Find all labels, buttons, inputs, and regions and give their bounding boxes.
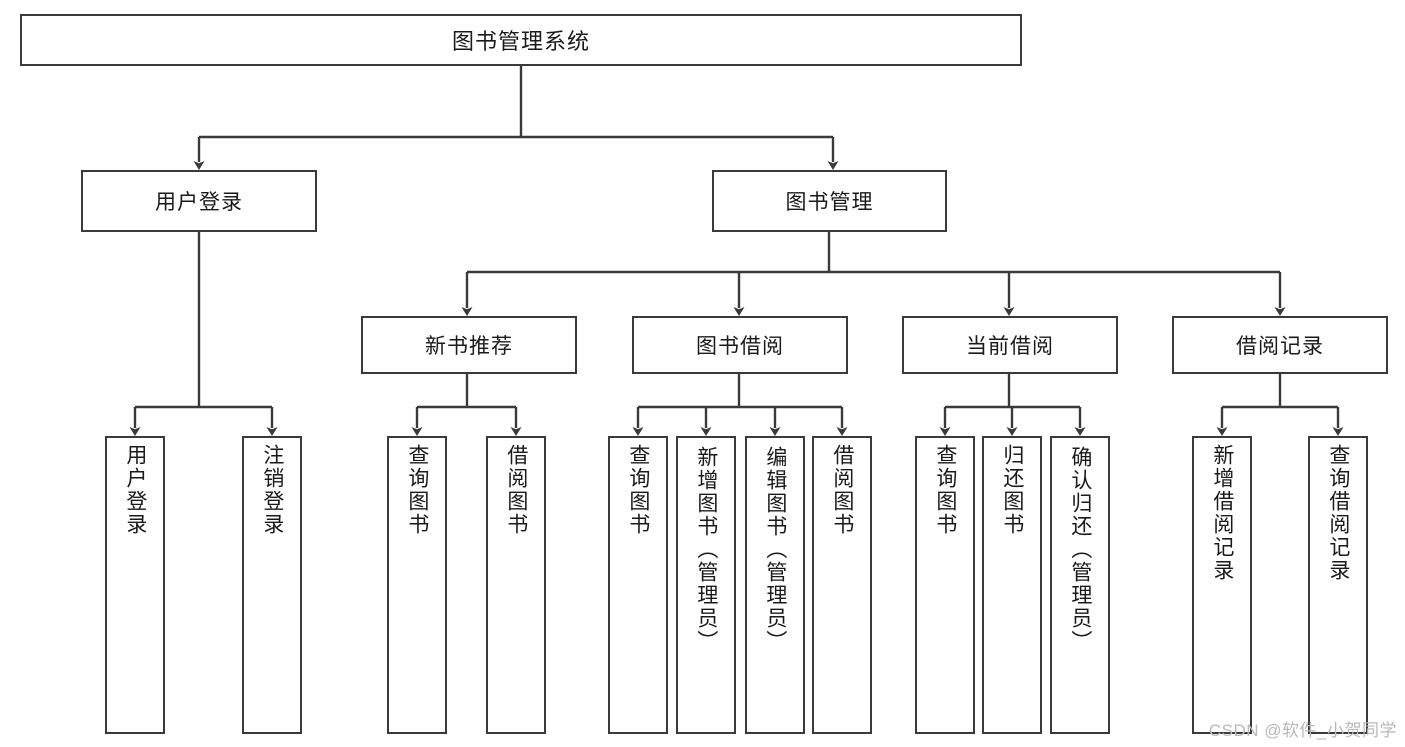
leaf-current-borrow-return-book[interactable]: 归还图书 [982, 436, 1042, 734]
node-user-login[interactable]: 用户登录 [81, 170, 317, 232]
leaf-user-login-signin[interactable]: 用户登录 [105, 436, 165, 734]
leaf-borrow-record-add-record[interactable]: 新增借阅记录 [1192, 436, 1252, 734]
leaf-label: 查询借阅记录 [1326, 444, 1350, 582]
leaf-label: 查询图书 [626, 444, 650, 536]
leaf-book-borrow-add-book-admin[interactable]: 新增图书（管理员） [676, 436, 736, 734]
leaf-label: 查询图书 [405, 444, 429, 536]
node-borrow-record[interactable]: 借阅记录 [1172, 316, 1388, 374]
leaf-label: 用户登录 [123, 444, 147, 536]
node-root-system[interactable]: 图书管理系统 [20, 14, 1022, 66]
leaf-label: 新增借阅记录 [1210, 444, 1234, 582]
leaf-label: 借阅图书 [504, 444, 528, 536]
leaf-label: 注销登录 [260, 444, 284, 536]
node-new-book-recommend[interactable]: 新书推荐 [361, 316, 577, 374]
leaf-user-login-signout[interactable]: 注销登录 [242, 436, 302, 734]
leaf-book-borrow-borrow-book[interactable]: 借阅图书 [812, 436, 872, 734]
node-new-book-recommend-label: 新书推荐 [425, 335, 513, 358]
node-root-label: 图书管理系统 [451, 29, 590, 54]
node-book-borrow[interactable]: 图书借阅 [632, 316, 848, 374]
node-current-borrow[interactable]: 当前借阅 [902, 316, 1118, 374]
node-user-login-label: 用户登录 [155, 191, 243, 214]
leaf-current-borrow-confirm-return-admin[interactable]: 确认归还（管理员） [1050, 436, 1110, 734]
csdn-watermark: CSDN @软件_小贺同学 [1208, 721, 1397, 740]
leaf-label: 归还图书 [1000, 444, 1024, 536]
leaf-new-book-query-book[interactable]: 查询图书 [387, 436, 447, 734]
leaf-label: 查询图书 [933, 444, 957, 536]
leaf-label: 确认归还（管理员） [1068, 446, 1092, 653]
leaf-new-book-borrow-book[interactable]: 借阅图书 [486, 436, 546, 734]
node-book-management[interactable]: 图书管理 [712, 170, 947, 232]
leaf-borrow-record-query-record[interactable]: 查询借阅记录 [1308, 436, 1368, 734]
leaf-current-borrow-query-book[interactable]: 查询图书 [915, 436, 975, 734]
leaf-book-borrow-query-book[interactable]: 查询图书 [608, 436, 668, 734]
node-book-management-label: 图书管理 [785, 191, 874, 214]
leaf-label: 新增图书（管理员） [694, 446, 718, 653]
node-borrow-record-label: 借阅记录 [1236, 335, 1324, 358]
leaf-label: 编辑图书（管理员） [763, 446, 787, 653]
node-current-borrow-label: 当前借阅 [966, 335, 1054, 358]
leaf-label: 借阅图书 [830, 444, 854, 536]
node-book-borrow-label: 图书借阅 [696, 335, 784, 358]
leaf-book-borrow-edit-book-admin[interactable]: 编辑图书（管理员） [745, 436, 805, 734]
